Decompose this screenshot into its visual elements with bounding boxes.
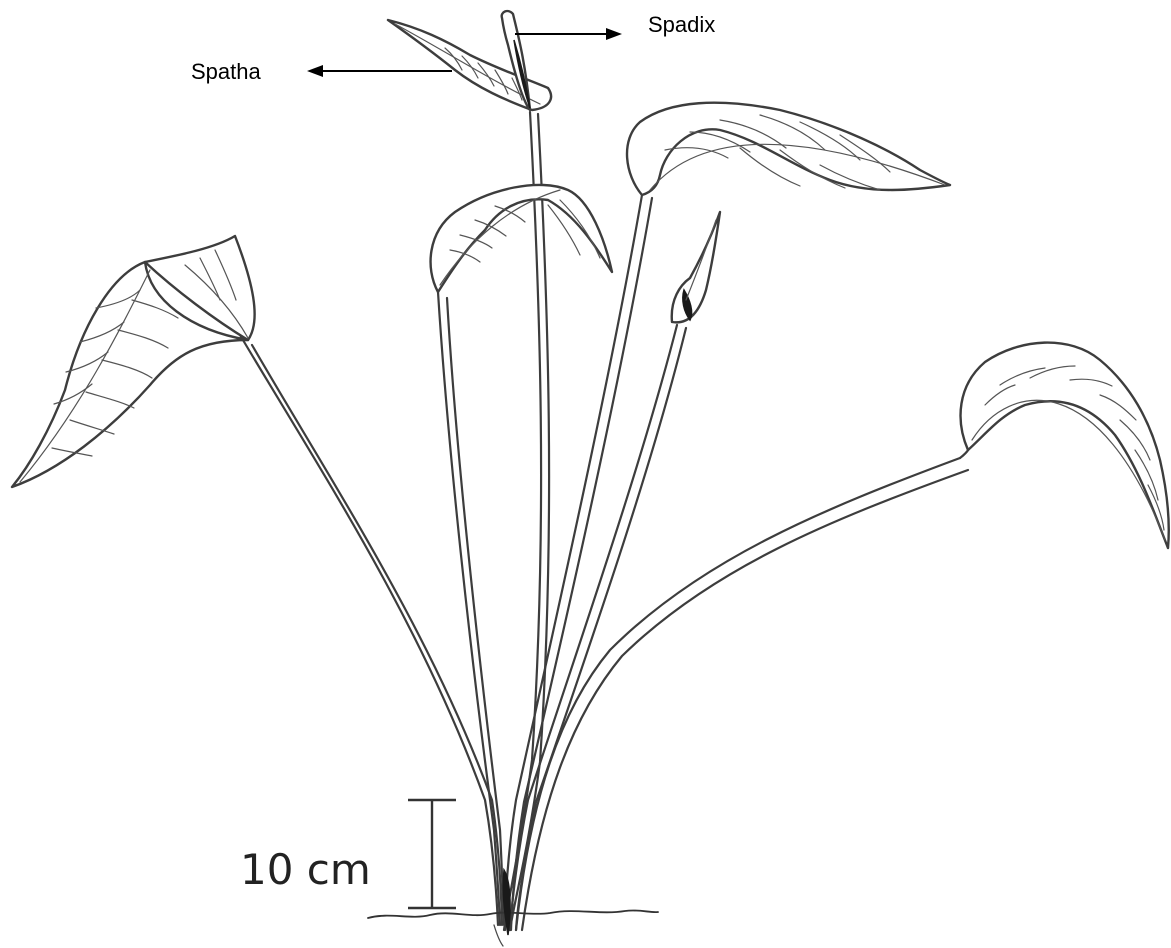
petiole-left	[240, 335, 498, 925]
leaf-upper-right	[627, 103, 950, 195]
spadix-label: Spadix	[648, 12, 715, 37]
leaf-inner-left	[431, 185, 612, 292]
scale-label: 10 cm	[240, 845, 371, 894]
callout-spadix: Spadix	[515, 12, 715, 40]
bud	[672, 212, 720, 322]
spatha-label: Spatha	[191, 59, 261, 84]
peduncle-bud	[510, 325, 677, 930]
inflorescence	[388, 11, 551, 110]
leaf-right	[961, 343, 1169, 548]
spatha-arrowhead	[307, 65, 323, 77]
petiole-right	[516, 458, 960, 930]
spadix-arrowhead	[606, 28, 622, 40]
petiole-upper-right	[505, 195, 642, 930]
leaf-left	[12, 236, 255, 487]
scale-bar: 10 cm	[240, 800, 456, 908]
callout-spatha: Spatha	[191, 59, 452, 84]
stems	[240, 112, 972, 930]
